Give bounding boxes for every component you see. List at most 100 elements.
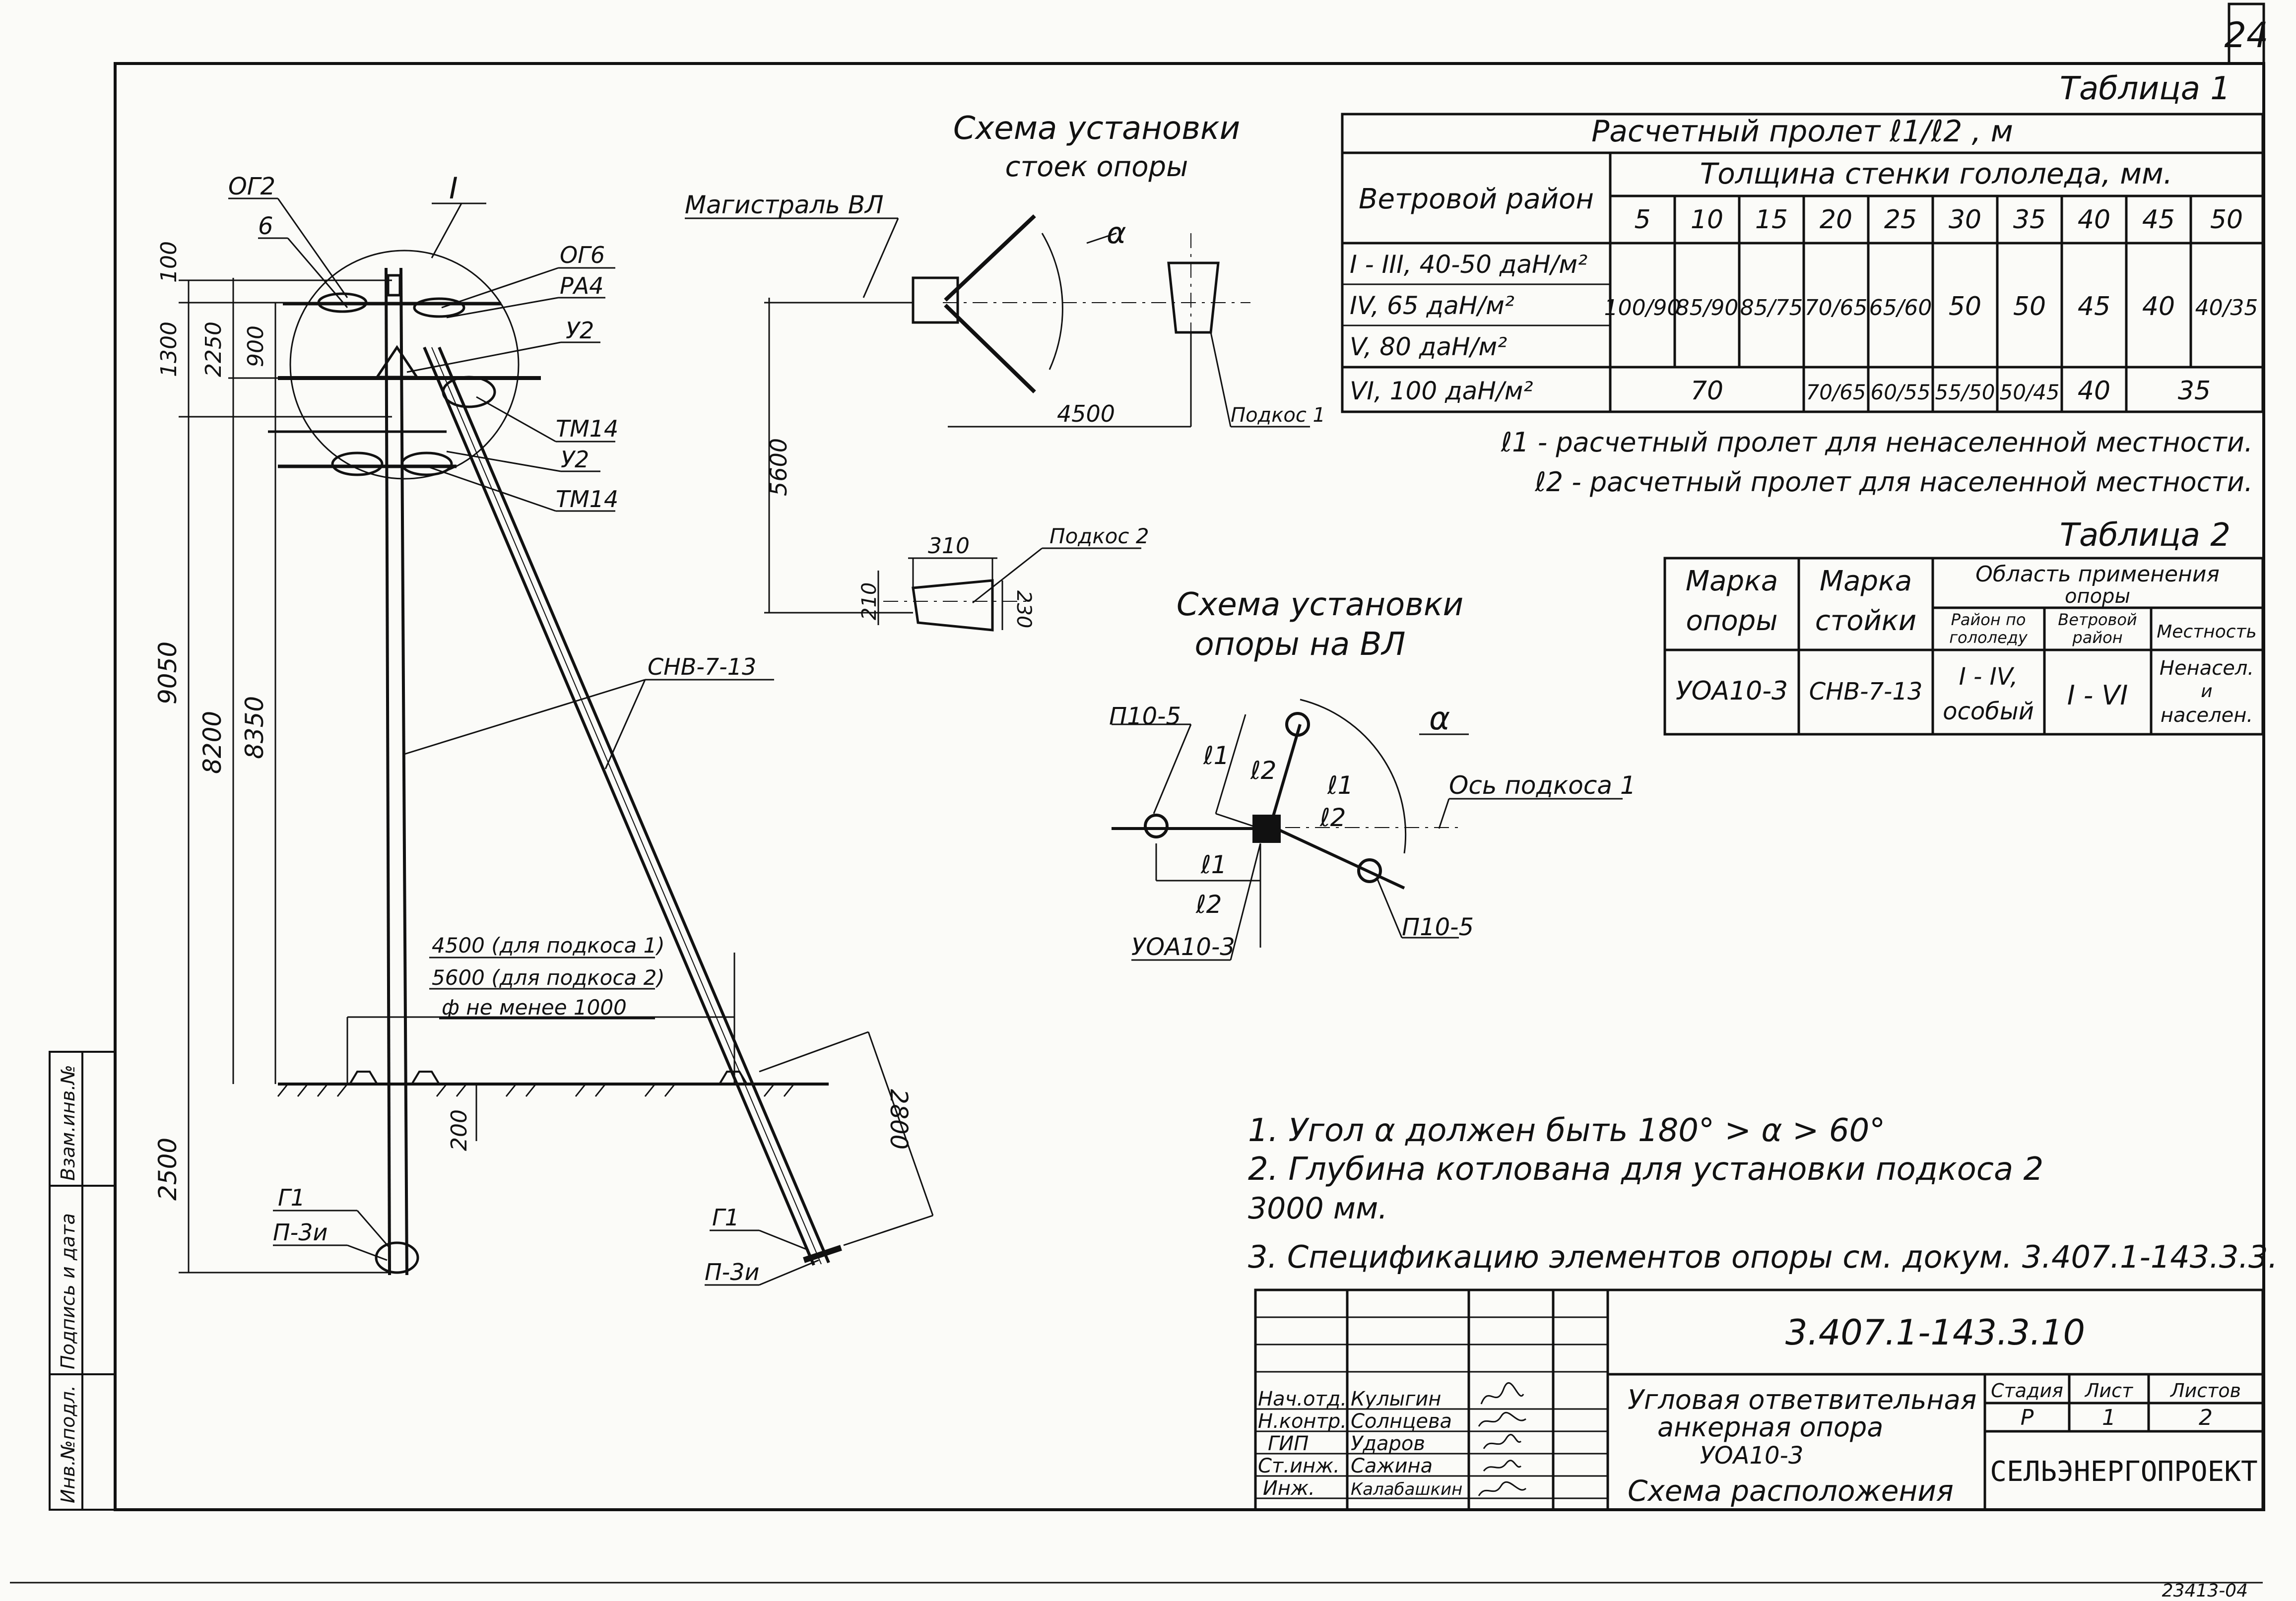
span-45: 40 — [2142, 292, 2175, 321]
span-vi-20: 70/65 — [1806, 380, 1866, 404]
table2-area-value-2: и — [2201, 681, 2212, 702]
stamp-inv-number: Инв.№подл. — [57, 1385, 79, 1503]
scheme2-l1-b: ℓ1 — [1200, 850, 1227, 879]
role-gip: ГИП — [1268, 1432, 1309, 1455]
label-tm14-lower: ТМ14 — [556, 486, 618, 512]
label-tm14-upper: ТМ14 — [556, 415, 618, 442]
scheme2-l1-c: ℓ1 — [1327, 771, 1353, 800]
name-norm-control: Солнцева — [1351, 1410, 1452, 1433]
stamp-replacement-inv: Взам.инв.№ — [57, 1065, 79, 1181]
pole-p105-top: П10-5 — [1109, 703, 1181, 730]
dim-2500: 2500 — [153, 1138, 182, 1201]
table2-col-area-2: опоры — [2065, 585, 2130, 608]
sheets-value: 2 — [2199, 1405, 2213, 1430]
table1-header-span: Расчетный пролет ℓ1/ℓ2 , м — [1591, 114, 2013, 149]
thickness-25: 25 — [1884, 205, 1917, 235]
table2-area-value-1: Ненасел. — [2160, 657, 2254, 680]
table2-sub-ice-2: гололеду — [1949, 628, 2028, 647]
sheet-number: 24 — [2224, 15, 2268, 56]
foot-left-g1: Г1 — [278, 1184, 305, 1211]
scheme2-title-line2: опоры на ВЛ — [1194, 626, 1405, 663]
sheets-label: Листов — [2169, 1380, 2241, 1402]
table2-col-area-1: Область применения — [1975, 562, 2220, 587]
thickness-40: 40 — [2078, 205, 2110, 235]
scheme1-dim-210: 210 — [858, 582, 881, 620]
scheme-stands-installation: Схема установки стоек опоры Магистраль В… — [685, 110, 1325, 632]
title-line-3: УОА10-3 — [1700, 1442, 1804, 1470]
table2-ice-value-2: особый — [1943, 698, 2034, 725]
strut-dim-4500: 4500 (для подкоса 1) — [432, 933, 665, 958]
table2-title: Таблица 2 — [2060, 517, 2230, 554]
table1-title: Таблица 1 — [2060, 70, 2230, 107]
table2-sub-area: Местность — [2157, 622, 2257, 642]
scheme1-dim-310: 310 — [928, 533, 970, 559]
label-u2-upper: У2 — [566, 317, 594, 344]
dim-200: 200 — [447, 1109, 472, 1151]
title-block: 3.407.1-143.3.10 Нач.отд. Н.контр. ГИП С… — [1254, 1288, 2264, 1511]
thickness-50: 50 — [2210, 205, 2243, 235]
stage-value: Р — [2021, 1405, 2034, 1430]
span-vi-35: 50/45 — [1999, 380, 2059, 404]
pole-p105-bottom: П10-5 — [1402, 913, 1474, 941]
label-6: 6 — [258, 212, 273, 240]
label-og6: ОГ6 — [560, 242, 605, 268]
span-40: 45 — [2078, 292, 2110, 321]
name-gip: Ударов — [1351, 1432, 1425, 1455]
organization-name: СЕЛЬЭНЕРГОПРОЕКТ — [1990, 1456, 2257, 1488]
span-vi-40: 40 — [2078, 376, 2110, 406]
title-line-4: Схема расположения — [1628, 1474, 1954, 1508]
pole-elevation-drawing: ОГ2 6 I ОГ6 РА4 У2 ТМ14 У2 ТМ14 СНВ-7-13… — [153, 171, 934, 1286]
table2-pole-value: УОА10-3 — [1676, 676, 1788, 706]
foot-right-g1: Г1 — [712, 1204, 739, 1231]
scheme2-title-line1: Схема установки — [1177, 586, 1463, 623]
span-50: 40/35 — [2195, 295, 2258, 320]
strut-axis-label: Ось подкоса 1 — [1449, 771, 1636, 800]
side-stamp: Инв.№подл. Подпись и дата Взам.инв.№ — [49, 1051, 116, 1511]
table2-ice-value-1: I - IV, — [1959, 663, 2018, 691]
region-5: V, 80 даН/м² — [1350, 332, 1507, 361]
table-1: Таблица 1 Расчетный пролет ℓ1/ℓ2 , м Вет… — [1341, 70, 2264, 498]
thickness-20: 20 — [1820, 205, 1852, 235]
dim-8200: 8200 — [198, 711, 227, 774]
strut1-label: Подкос 1 — [1231, 404, 1325, 427]
name-senior-eng: Сажина — [1351, 1455, 1433, 1477]
span-35: 50 — [2013, 292, 2046, 321]
dim-1300: 1300 — [156, 321, 182, 377]
table1-col-region: Ветровой район — [1359, 183, 1594, 215]
table2-sub-wind-2: район — [2072, 628, 2122, 647]
region-6: VI, 100 даН/м² — [1350, 377, 1533, 405]
scheme1-title-line1: Схема установки — [953, 110, 1240, 147]
label-pa4: РА4 — [560, 272, 603, 299]
title-line-1: Угловая ответвительная — [1628, 1384, 1976, 1415]
role-head: Нач.отд. — [1258, 1388, 1347, 1410]
note-2-depth: 3000 мм. — [1248, 1191, 1387, 1226]
thickness-10: 10 — [1691, 205, 1723, 235]
dim-100: 100 — [156, 241, 182, 283]
span-5: 100/90 — [1604, 295, 1681, 320]
span-30: 50 — [1949, 292, 1981, 321]
foot-left-p3u: П-3и — [273, 1219, 328, 1246]
note-1: 1. Угол α должен быть 180° > α > 60° — [1248, 1112, 1885, 1149]
dim-2800: 2800 — [885, 1089, 913, 1150]
name-eng: Калабашкин — [1351, 1479, 1462, 1499]
scheme1-title-line2: стоек опоры — [1005, 151, 1188, 183]
stage-label: Стадия — [1991, 1380, 2063, 1402]
dim-900: 900 — [243, 325, 268, 367]
span-vi-45-50: 35 — [2178, 376, 2211, 406]
thickness-5: 5 — [1634, 205, 1650, 235]
scheme2-l1-a: ℓ1 — [1203, 741, 1229, 770]
callout-I: I — [449, 171, 458, 206]
table1-note-l2: ℓ2 - расчетный пролет для населенной мес… — [1534, 466, 2253, 498]
document-code: 3.407.1-143.3.10 — [1785, 1312, 2085, 1353]
dim-2250: 2250 — [201, 321, 226, 377]
stand-label: СНВ-7-13 — [648, 653, 756, 680]
main-line-label: Магистраль ВЛ — [685, 191, 884, 219]
scheme2-l2-a: ℓ2 — [1250, 756, 1276, 785]
span-25: 65/60 — [1869, 295, 1932, 320]
thickness-15: 15 — [1755, 205, 1788, 235]
signatures — [1478, 1382, 1527, 1496]
scheme1-dim-4500: 4500 — [1057, 400, 1115, 427]
general-notes: 1. Угол α должен быть 180° > α > 60° 2. … — [1248, 1112, 2278, 1275]
table2-col-stand-2: стойки — [1815, 605, 1916, 637]
